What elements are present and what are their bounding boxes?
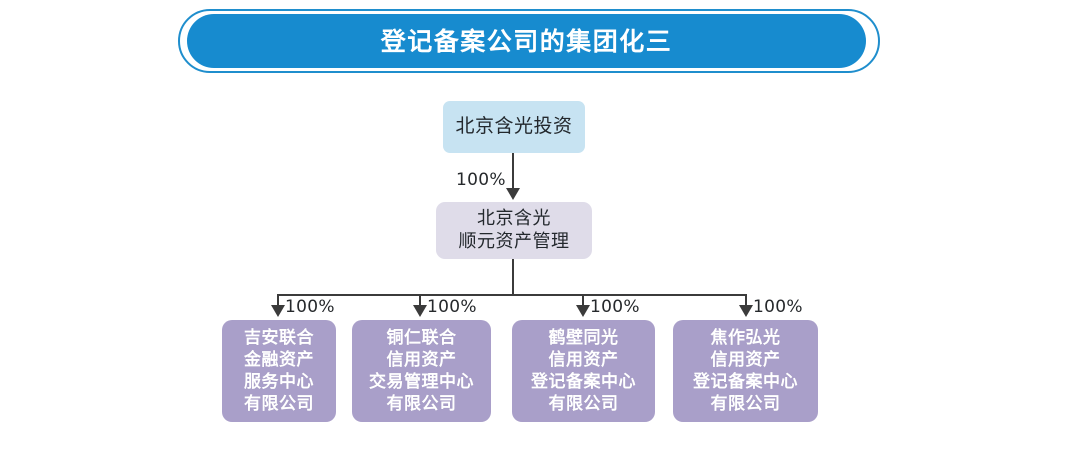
node-mid-label: 北京含光 顺元资产管理 bbox=[458, 208, 570, 252]
page-title: 登记备案公司的集团化三 bbox=[380, 26, 673, 56]
node-leaf-tongren-united-credit-asset: 铜仁联合 信用资产 交易管理中心 有限公司 bbox=[352, 320, 491, 422]
edge-label-leaf-3: 100% bbox=[590, 297, 640, 317]
node-leaf-1-label: 吉安联合 金融资产 服务中心 有限公司 bbox=[244, 327, 314, 415]
connector-bus-to-leaf-1 bbox=[277, 294, 279, 306]
node-leaf-4-label: 焦作弘光 信用资产 登记备案中心 有限公司 bbox=[693, 327, 798, 415]
arrowhead-bus-to-leaf-4 bbox=[739, 305, 753, 317]
edge-label-leaf-2: 100% bbox=[427, 297, 477, 317]
connector-horizontal-bus bbox=[277, 294, 746, 296]
title-banner: 登记备案公司的集团化三 bbox=[187, 14, 866, 68]
edge-label-leaf-4: 100% bbox=[753, 297, 803, 317]
arrowhead-bus-to-leaf-3 bbox=[576, 305, 590, 317]
arrowhead-bus-to-leaf-2 bbox=[413, 305, 427, 317]
node-root-beijing-hanguang-investment: 北京含光投资 bbox=[443, 101, 585, 153]
connector-mid-to-bus bbox=[512, 259, 514, 295]
node-leaf-hebi-tongguang-credit-asset: 鹤壁同光 信用资产 登记备案中心 有限公司 bbox=[512, 320, 655, 422]
connector-root-to-mid bbox=[512, 153, 514, 189]
arrowhead-root-to-mid bbox=[506, 188, 520, 200]
node-leaf-jian-united-financial-asset: 吉安联合 金融资产 服务中心 有限公司 bbox=[222, 320, 336, 422]
connector-bus-to-leaf-4 bbox=[745, 294, 747, 306]
arrowhead-bus-to-leaf-1 bbox=[271, 305, 285, 317]
node-leaf-jiaozuo-hongguang-credit-asset: 焦作弘光 信用资产 登记备案中心 有限公司 bbox=[673, 320, 818, 422]
edge-label-leaf-1: 100% bbox=[285, 297, 335, 317]
connector-bus-to-leaf-2 bbox=[419, 294, 421, 306]
edge-label-root-to-mid: 100% bbox=[456, 170, 506, 190]
node-root-label: 北京含光投资 bbox=[455, 115, 573, 138]
node-leaf-3-label: 鹤壁同光 信用资产 登记备案中心 有限公司 bbox=[531, 327, 636, 415]
connector-bus-to-leaf-3 bbox=[582, 294, 584, 306]
node-leaf-2-label: 铜仁联合 信用资产 交易管理中心 有限公司 bbox=[369, 327, 474, 415]
node-mid-hanguang-shunyuan-asset-management: 北京含光 顺元资产管理 bbox=[436, 202, 592, 259]
